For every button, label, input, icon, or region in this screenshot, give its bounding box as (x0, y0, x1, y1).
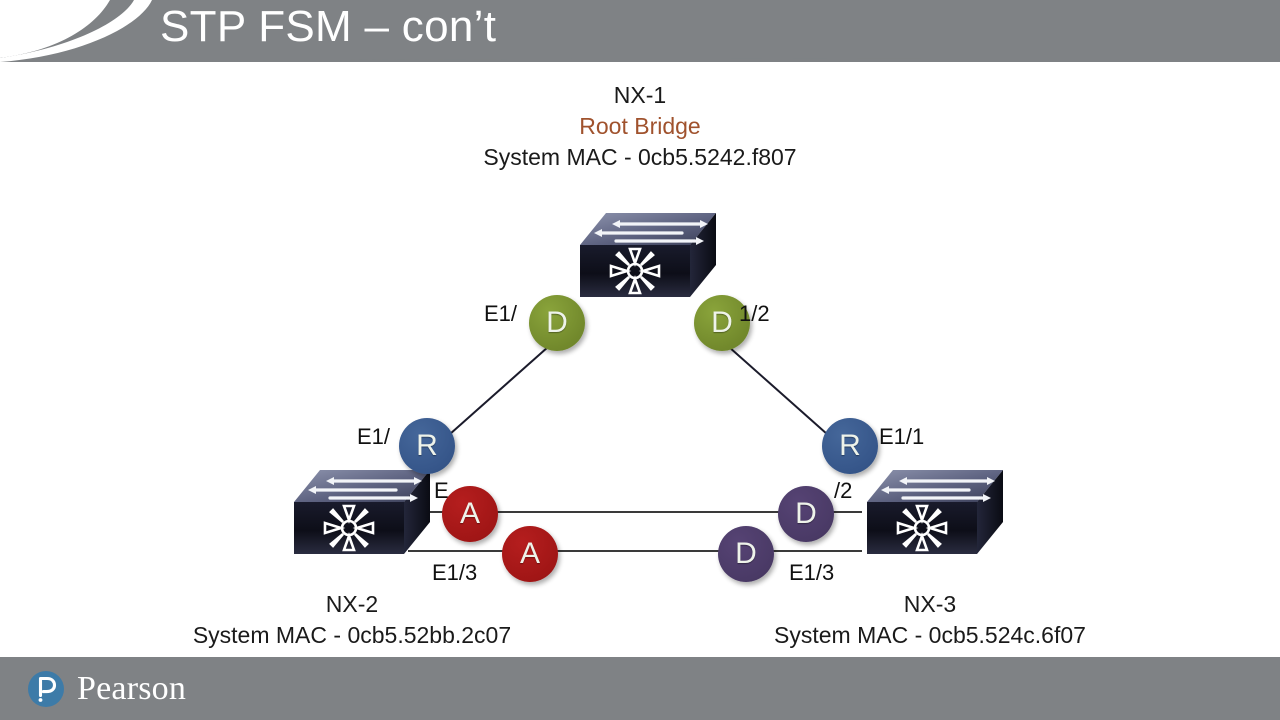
port-state-nx1-e1-2[interactable]: D (694, 295, 750, 351)
device-name-nx1: NX-1 (613, 82, 667, 108)
port-state-letter: D (546, 306, 568, 339)
port-label-nx2-e1-1: E1/ (357, 424, 391, 449)
port-state-nx2-e1-1[interactable]: R (399, 418, 455, 474)
slide-footer: Pearson (0, 657, 1280, 720)
port-state-nx2-e1-2[interactable]: A (442, 486, 498, 542)
device-name-nx3: NX-3 (903, 591, 957, 617)
device-name-nx2: NX-2 (325, 591, 379, 617)
port-state-letter: A (519, 537, 540, 570)
port-state-letter: R (416, 429, 438, 462)
header-shape (0, 0, 1280, 62)
port-label-nx2-e1-3: E1/3 (432, 560, 478, 585)
port-state-letter: R (839, 429, 861, 462)
port-label-nx3-e1-1: E1/1 (879, 424, 925, 449)
nexus-switch-icon-nx3[interactable] (845, 462, 1005, 567)
port-label-nx3-e1-2: /2 (834, 478, 853, 503)
page-title: STP FSM – con’t (160, 2, 497, 51)
device-role-nx1: Root Bridge (579, 113, 701, 139)
port-state-letter: A (459, 497, 480, 530)
pearson-wordmark: Pearson (77, 669, 187, 707)
device-mac-nx3: System MAC - 0cb5.524c.6f07 (774, 622, 1086, 648)
port-state-letter: D (735, 537, 757, 570)
port-label-nx1-e1-1: E1/ (484, 301, 518, 326)
nexus-switch-icon-nx2[interactable] (272, 462, 432, 567)
pearson-logo: Pearson (26, 669, 186, 709)
device-mac-nx2: System MAC - 0cb5.52bb.2c07 (192, 622, 512, 648)
port-label-nx1-e1-2: 1/2 (739, 301, 770, 326)
port-state-nx3-e1-3[interactable]: D (718, 526, 774, 582)
pearson-interrobang-icon (28, 670, 64, 707)
port-state-nx3-e1-1[interactable]: R (822, 418, 878, 474)
port-state-nx2-e1-3[interactable]: A (502, 526, 558, 582)
port-label-nx3-e1-3: E1/3 (789, 560, 835, 585)
port-state-letter: D (711, 306, 733, 339)
port-state-letter: D (795, 497, 817, 530)
device-label-nx1: NX-1 Root Bridge System MAC - 0cb5.5242.… (440, 80, 840, 173)
port-label-nx2-e1-2: E (434, 478, 449, 503)
port-state-nx3-e1-2[interactable]: D (778, 486, 834, 542)
device-label-nx2: NX-2 System MAC - 0cb5.52bb.2c07 (152, 589, 552, 651)
device-mac-nx1: System MAC - 0cb5.5242.f807 (483, 144, 797, 170)
port-state-nx1-e1-1[interactable]: D (529, 295, 585, 351)
device-label-nx3: NX-3 System MAC - 0cb5.524c.6f07 (730, 589, 1130, 651)
stp-topology-diagram: NX-1 Root Bridge System MAC - 0cb5.5242.… (0, 62, 1280, 657)
slide-header: STP FSM – con’t (0, 0, 1280, 62)
nexus-switch-icon-nx1[interactable] (558, 205, 718, 310)
